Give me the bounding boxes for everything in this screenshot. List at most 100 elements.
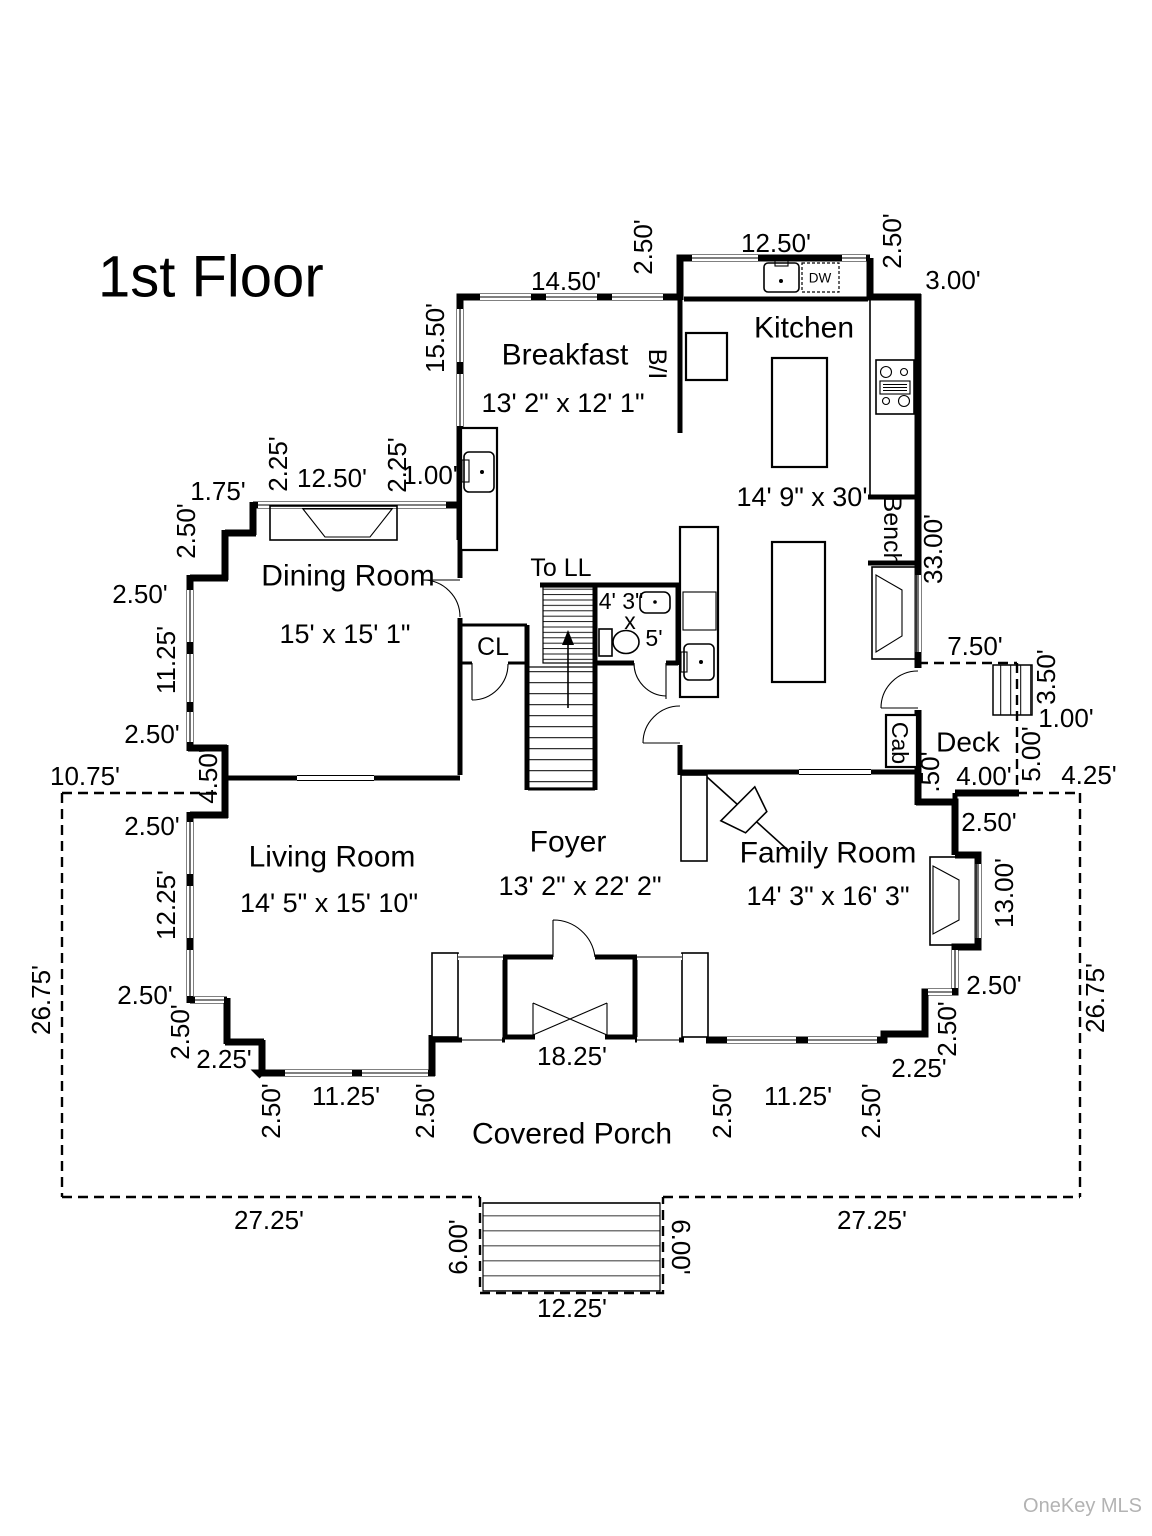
powder-sep: x	[624, 608, 636, 634]
dim-label: 12.50'	[297, 463, 367, 493]
fixtures	[269, 259, 977, 946]
dim-label: 2.50'	[707, 1083, 737, 1139]
dim-label: 2.25'	[382, 437, 412, 493]
room-name-breakfast: Breakfast	[502, 339, 629, 372]
dim-label: 3.00'	[925, 265, 981, 295]
dim-label: 2.25'	[196, 1044, 252, 1074]
dim-label: 6.00'	[666, 1219, 696, 1275]
dim-label: 11.25'	[151, 626, 181, 694]
dining-door	[422, 579, 461, 618]
deck-door	[880, 670, 919, 709]
dim-label: 2.50'	[124, 811, 180, 841]
dim-label: 11.25'	[764, 1081, 832, 1111]
powder-door	[633, 662, 667, 699]
dim-label: 2.50'	[628, 219, 658, 275]
peninsula-counter	[678, 525, 720, 699]
dim-label: 15.50'	[420, 303, 450, 373]
room-name-foyer: Foyer	[530, 826, 607, 859]
bench-bay-seat	[871, 566, 917, 660]
toilet	[598, 628, 640, 657]
kitchen-island-1	[770, 356, 829, 469]
dim-label: 2.25'	[263, 436, 293, 492]
dim-label: 2.50'	[165, 1004, 195, 1060]
dim-label: 14.50'	[531, 266, 601, 296]
watermark: OneKey MLS	[1023, 1495, 1142, 1517]
dim-label: 2.50'	[124, 719, 180, 749]
cabinet	[884, 713, 919, 769]
label-closet: CL	[477, 633, 509, 661]
kitchen-island-2	[770, 540, 827, 684]
refrigerator	[684, 331, 729, 382]
label-dishwasher: DW	[809, 271, 832, 286]
dim-label: 13.00'	[989, 858, 1019, 928]
dim-label: 3.50'	[1031, 649, 1061, 705]
closet-door	[471, 663, 509, 701]
front-steps	[482, 1202, 661, 1292]
dim-label: 10.75'	[50, 761, 120, 791]
kitchen-sink	[763, 259, 800, 293]
dim-label: 2.50'	[966, 970, 1022, 1000]
front-door	[552, 919, 596, 958]
room-dims-breakfast: 13' 2" x 12' 1"	[481, 388, 644, 418]
porch-pier-left	[431, 952, 459, 1038]
dim-label: 27.25'	[234, 1205, 304, 1235]
powder-sink	[639, 591, 671, 614]
dining-bay-seat	[269, 505, 398, 541]
dim-label: 26.75'	[26, 965, 56, 1035]
dim-label: 1.00'	[1038, 703, 1094, 733]
dim-label: 6.00'	[443, 1219, 473, 1275]
powder-width: 4' 3"	[599, 588, 644, 614]
dim-label: 2.50'	[117, 980, 173, 1010]
dim-label: 2.50'	[171, 503, 201, 559]
dishwasher	[801, 262, 840, 293]
dim-label: 2.50'	[932, 1001, 962, 1057]
dim-label: 2.50'	[961, 807, 1017, 837]
dim-label: .50'	[915, 751, 945, 792]
deck-steps	[992, 664, 1033, 716]
cased-openings	[297, 768, 871, 782]
dim-label: 2.50'	[112, 579, 168, 609]
room-dims-dining: 15' x 15' 1"	[280, 619, 411, 649]
dim-label: 12.25'	[151, 870, 181, 940]
dim-label: 4.00'	[956, 761, 1012, 791]
dim-label: 2.50'	[410, 1083, 440, 1139]
room-dims-family: 14' 3" x 16' 3"	[746, 881, 909, 911]
french-doors	[532, 1002, 608, 1036]
room-name-family: Family Room	[740, 837, 917, 870]
doors	[422, 579, 919, 1036]
stairs	[527, 586, 596, 789]
dim-label: 33.00'	[918, 514, 948, 584]
dim-label: 4.50'	[193, 748, 223, 804]
dim-label: 1.75'	[190, 476, 246, 506]
kitchen-hall-door	[642, 705, 681, 744]
stair-up-arrow	[562, 630, 574, 645]
dim-label: 2.50'	[256, 1083, 286, 1139]
fireplace	[680, 774, 791, 862]
label-bench: Bench	[878, 496, 906, 567]
room-dims-foyer: 13' 2" x 22' 2"	[498, 871, 661, 901]
dim-label: 11.25'	[312, 1081, 380, 1111]
dim-label: 27.25'	[837, 1205, 907, 1235]
page-title: 1st Floor	[98, 245, 324, 310]
label-built-in: B/I	[643, 349, 671, 380]
breakfast-counter	[459, 426, 499, 552]
family-bay-seat	[929, 856, 977, 946]
dim-label: 2.25'	[891, 1053, 947, 1083]
dim-label: 2.50'	[877, 213, 907, 269]
room-dims-living: 14' 5" x 15' 10"	[240, 888, 418, 918]
room-name-kitchen: Kitchen	[754, 312, 854, 345]
dim-label: 7.50'	[947, 631, 1003, 661]
label-cabinet: Cab	[887, 722, 913, 764]
dim-label: 12.25'	[537, 1293, 607, 1323]
room-dims-kitchen: 14' 9" x 30'	[737, 482, 868, 512]
stove	[875, 359, 915, 415]
powder-length: 5'	[645, 625, 662, 651]
label-to-ll: To LL	[530, 554, 591, 582]
room-name-porch: Covered Porch	[472, 1118, 672, 1151]
room-name-living: Living Room	[249, 841, 416, 874]
dim-label: 2.50'	[856, 1083, 886, 1139]
porch-pier-right	[681, 952, 709, 1038]
dim-label: 4.25'	[1061, 760, 1117, 790]
